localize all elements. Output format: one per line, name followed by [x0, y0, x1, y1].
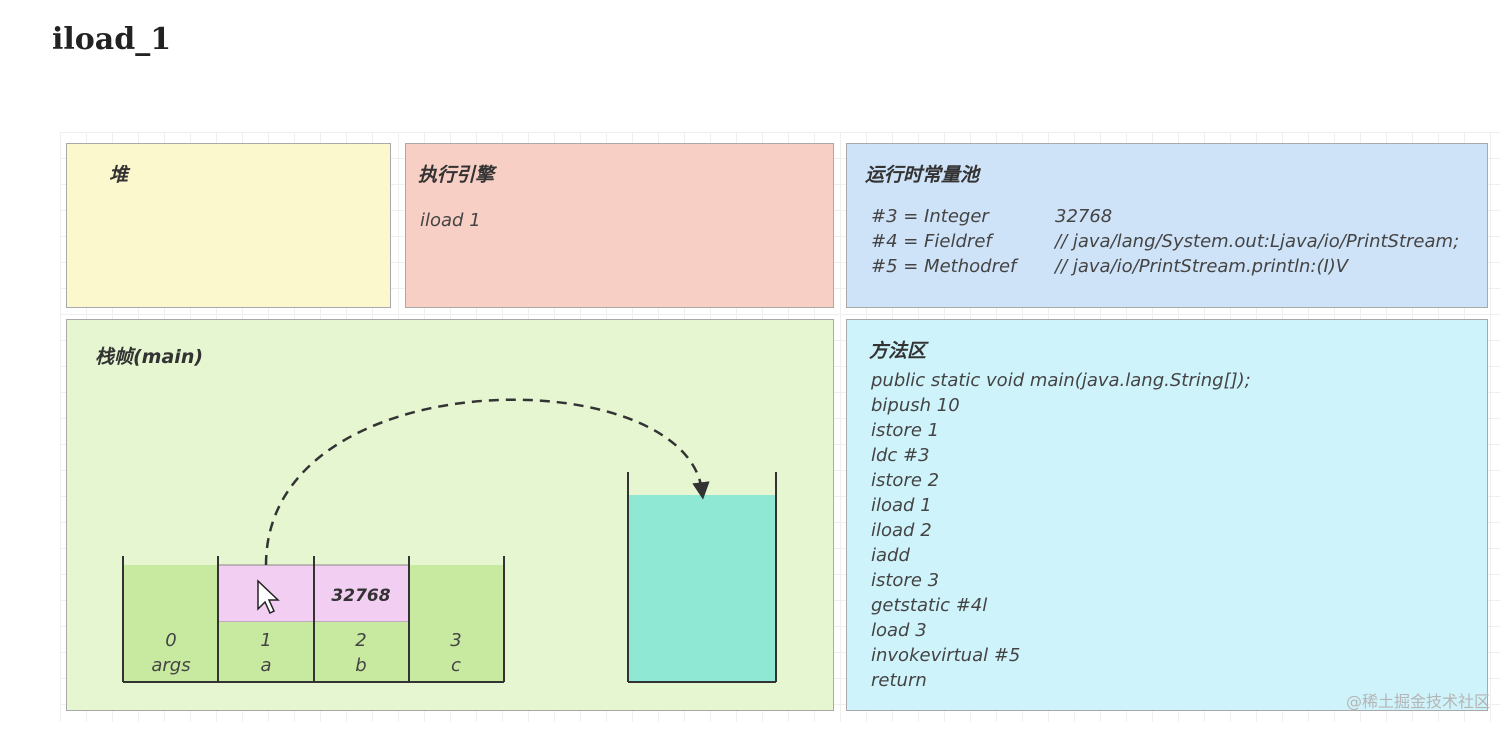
- page-title: iload_1: [52, 22, 172, 57]
- slot-value: 32768: [331, 586, 390, 606]
- frame-title: 栈帧(main): [95, 346, 204, 368]
- slot-index: 1: [260, 630, 271, 651]
- stack-frame-diagram: 32768 0 args 1 a 2 b 3 c: [122, 398, 777, 683]
- operand-stack-fill: [628, 495, 776, 682]
- pool-entry-value: // java/lang/System.out:Ljava/io/PrintSt…: [1055, 231, 1460, 252]
- operand-stack: [627, 472, 777, 683]
- heap-panel: 堆: [66, 143, 391, 308]
- slot-name: a: [260, 655, 271, 676]
- runtime-constant-pool-panel: 运行时常量池 #3 = Integer 32768 #4 = Fieldref …: [846, 143, 1488, 308]
- heap-title: 堆: [109, 164, 129, 186]
- pool-entry-key: #4 = Fieldref: [871, 231, 992, 252]
- local-var-slot-3: [409, 565, 504, 682]
- slot-index: 2: [355, 630, 366, 651]
- local-var-slot-1: [218, 622, 314, 682]
- execution-engine-panel: 执行引擎 iload 1: [405, 143, 834, 308]
- stack-frame-panel: 栈帧(main): [66, 319, 834, 711]
- slot-name: args: [151, 655, 190, 676]
- slot-index: 0: [165, 630, 176, 651]
- pool-entry-value: 32768: [1055, 206, 1113, 227]
- pool-entry-value: // java/io/PrintStream.println:(I)V: [1055, 256, 1349, 277]
- method-line: invokevirtual #5: [871, 645, 1021, 666]
- local-var-slot-2-value: [313, 564, 410, 623]
- load-arrow: [264, 398, 710, 566]
- method-line: istore 3: [871, 570, 940, 591]
- engine-instruction: iload 1: [420, 210, 481, 231]
- method-line: iadd: [871, 545, 910, 566]
- watermark: @稀土掘金技术社区: [1345, 692, 1490, 711]
- method-line: iload 1: [871, 495, 932, 516]
- slot-index: 3: [450, 630, 461, 651]
- method-line: return: [871, 670, 927, 691]
- local-var-slot-2: [314, 622, 409, 682]
- method-line: getstatic #4l: [871, 595, 988, 616]
- engine-title: 执行引擎: [418, 164, 495, 186]
- method-line: iload 2: [871, 520, 932, 541]
- method-area-panel: 方法区 public static void main(java.lang.St…: [846, 319, 1488, 711]
- slot-name: c: [451, 655, 461, 676]
- method-line: bipush 10: [871, 395, 960, 416]
- method-line: istore 1: [871, 420, 940, 441]
- pool-title: 运行时常量池: [865, 164, 980, 186]
- slot-name: b: [355, 655, 366, 676]
- pool-entry-key: #3 = Integer: [871, 206, 989, 227]
- method-line: public static void main(java.lang.String…: [871, 370, 1251, 391]
- mouse-cursor-icon: [257, 579, 280, 615]
- method-line: ldc #3: [871, 445, 930, 466]
- local-var-slot-0: [123, 565, 218, 682]
- method-line: istore 2: [871, 470, 940, 491]
- pool-entry-key: #5 = Methodref: [871, 256, 1017, 277]
- method-line: load 3: [871, 620, 927, 641]
- method-title: 方法区: [869, 340, 927, 362]
